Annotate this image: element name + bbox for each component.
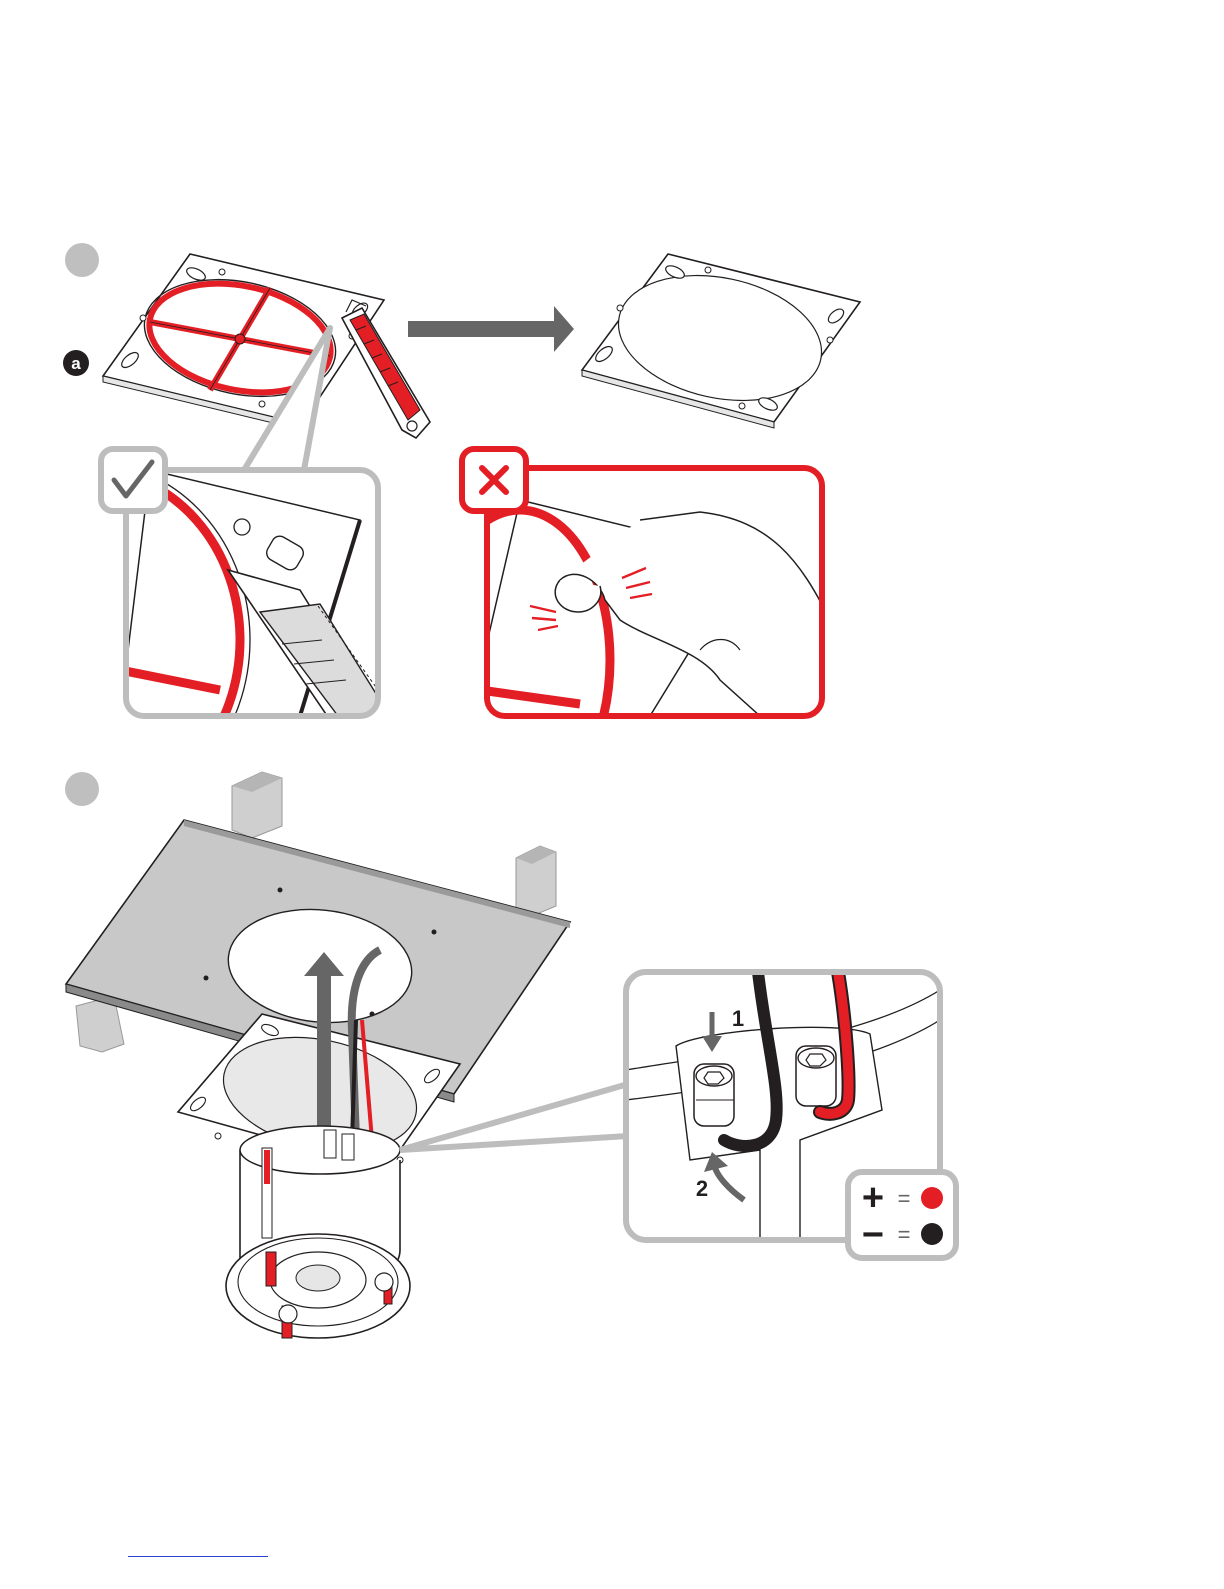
step-2: 1 2 + = − = bbox=[65, 772, 956, 1338]
step-2-marker bbox=[65, 772, 99, 806]
black-wire-dot bbox=[921, 1223, 943, 1245]
wire-step-2-label: 2 bbox=[696, 1176, 708, 1201]
in-ceiling-speaker bbox=[226, 1126, 410, 1338]
step-transition-arrow bbox=[408, 306, 574, 352]
x-mark-icon bbox=[462, 449, 526, 511]
polarity-minus-sign: − bbox=[862, 1214, 884, 1256]
utility-knife-icon bbox=[342, 300, 430, 438]
step-1-marker bbox=[65, 243, 99, 277]
step-a-badge: a bbox=[63, 350, 89, 376]
polarity-plus-equals: = bbox=[898, 1186, 911, 1211]
step-1: a bbox=[0, 243, 860, 818]
incorrect-method-detail bbox=[430, 449, 830, 810]
polarity-legend: + = − = bbox=[848, 1172, 956, 1258]
footer-link-underline[interactable] bbox=[128, 1552, 268, 1557]
polarity-minus-equals: = bbox=[898, 1222, 911, 1247]
checkmark-icon bbox=[101, 449, 165, 511]
step-a-label: a bbox=[71, 354, 81, 373]
mounting-plate-with-knockout bbox=[103, 254, 384, 430]
red-wire-dot bbox=[921, 1187, 943, 1209]
mounting-plate-opened bbox=[582, 254, 860, 428]
polarity-plus-sign: + bbox=[862, 1177, 884, 1219]
wire-step-1-label: 1 bbox=[732, 1006, 744, 1031]
